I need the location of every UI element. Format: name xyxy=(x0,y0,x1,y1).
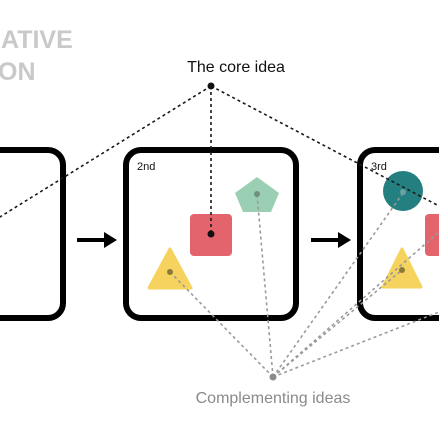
panel-second-label: 2nd xyxy=(137,161,155,173)
panel-first xyxy=(0,147,66,321)
arrow-right-icon xyxy=(311,232,351,248)
triangle-dot xyxy=(167,269,173,275)
core-idea-label: The core idea xyxy=(187,59,285,76)
red-square-dot xyxy=(207,230,215,238)
complement-dot xyxy=(269,373,277,381)
circle-dot xyxy=(400,189,406,195)
complement-connectors xyxy=(169,192,439,378)
header-line-2: ON xyxy=(0,58,36,86)
core-idea-connectors xyxy=(0,85,439,234)
triangle-partial-dot xyxy=(399,267,405,273)
arrow-right-icon xyxy=(77,232,117,248)
complementing-ideas-label: Complementing ideas xyxy=(196,390,351,407)
core-idea-dot xyxy=(207,82,215,90)
pentagon-dot xyxy=(254,191,260,197)
yellow-triangle xyxy=(147,247,193,290)
header-line-1: ATIVE xyxy=(1,26,73,54)
panel-third-label: 3rd xyxy=(371,161,387,173)
red-square-partial xyxy=(425,214,439,256)
